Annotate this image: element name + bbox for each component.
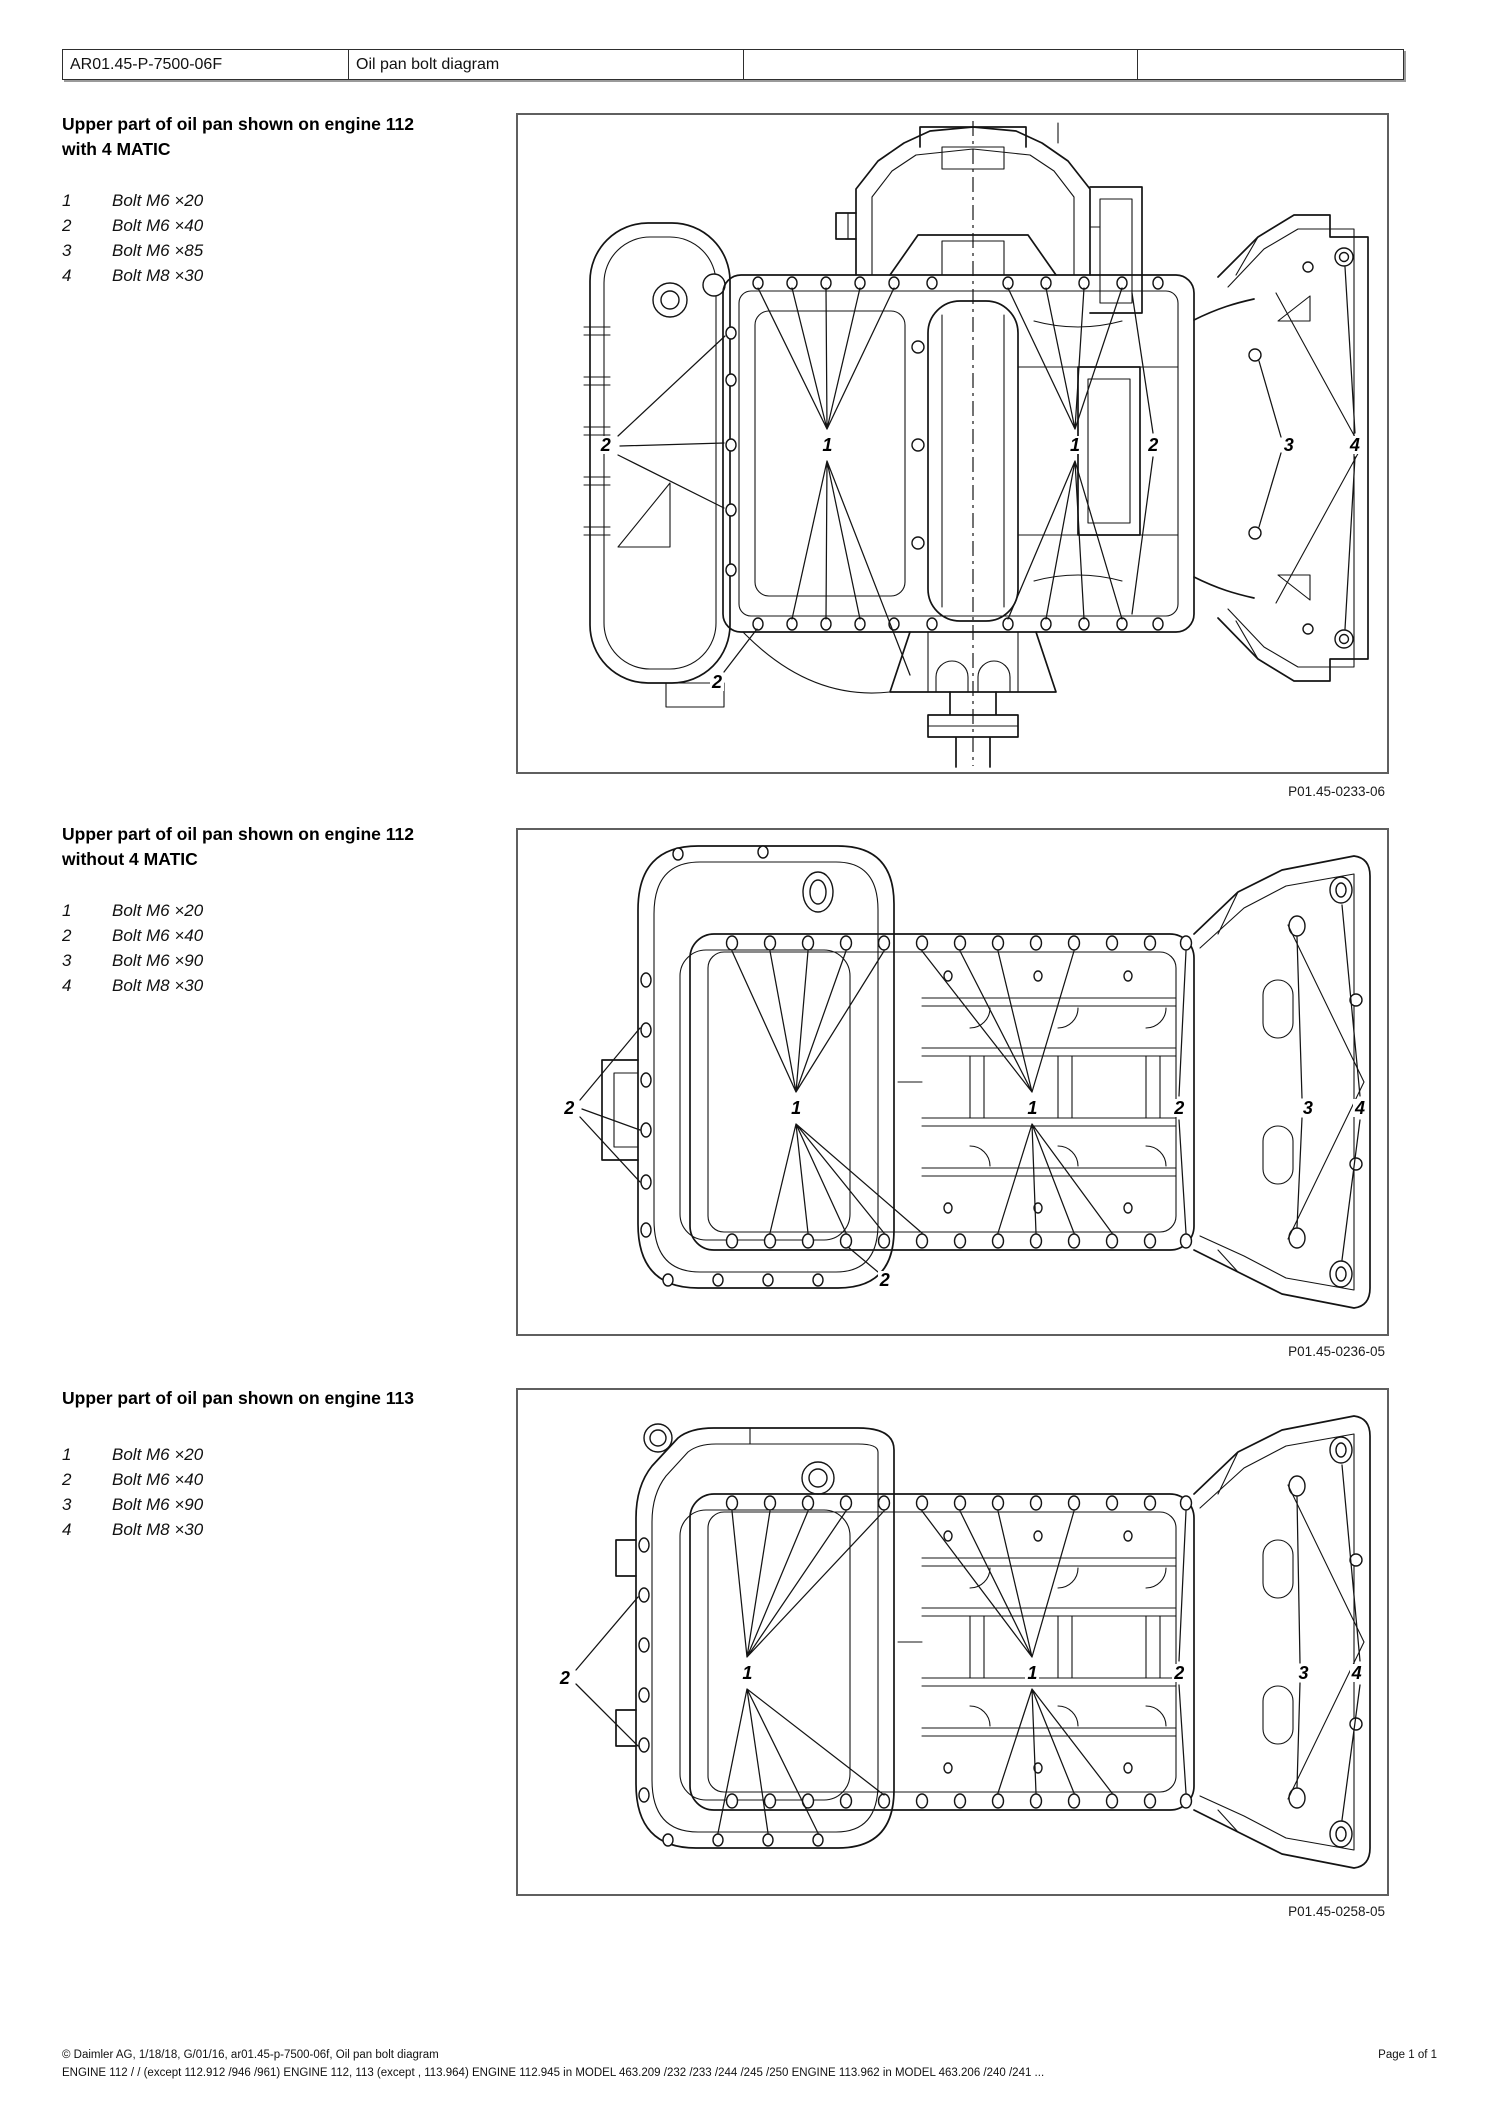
callout-label: 1 bbox=[1025, 1663, 1040, 1684]
callout-label: 2 bbox=[557, 1667, 572, 1688]
oil-pan-112-drawing bbox=[579, 845, 1371, 1309]
footer-engine-models: ENGINE 112 / / (except 112.912 /946 /961… bbox=[62, 2067, 1045, 2079]
heading-line: Upper part of oil pan shown on engine 11… bbox=[62, 114, 414, 134]
page-footer: © Daimler AG, 1/18/18, G/01/16, ar01.45-… bbox=[62, 2046, 1437, 2082]
callout-label: 2 bbox=[1172, 1098, 1187, 1119]
section-1-heading: Upper part of oil pan shown on engine 11… bbox=[62, 112, 447, 162]
heading-line: Upper part of oil pan shown on engine 11… bbox=[62, 1388, 414, 1408]
callout-label: 2 bbox=[598, 434, 613, 455]
heading-line: without 4 MATIC bbox=[62, 849, 198, 869]
footer-copyright: © Daimler AG, 1/18/18, G/01/16, ar01.45-… bbox=[62, 2049, 439, 2061]
callout-label: 2 bbox=[1172, 1663, 1187, 1684]
callout-label: 2 bbox=[709, 671, 725, 692]
document-header-table: AR01.45-P-7500-06F Oil pan bolt diagram bbox=[62, 49, 1404, 80]
oil-pan-113-drawing bbox=[575, 1415, 1371, 1869]
oil-pan-112-4matic-drawing bbox=[583, 121, 1369, 768]
footer-page-number: Page 1 of 1 bbox=[1378, 2049, 1437, 2061]
callout-label: 4 bbox=[1353, 1098, 1368, 1119]
section-2-heading: Upper part of oil pan shown on engine 11… bbox=[62, 822, 447, 872]
figure-oil-pan-112: 2 1 1 2 3 4 2 bbox=[516, 828, 1389, 1336]
heading-line: with 4 MATIC bbox=[62, 139, 171, 159]
callout-label: 3 bbox=[1296, 1663, 1311, 1684]
figure-code: P01.45-0236-05 bbox=[1288, 1344, 1385, 1359]
figure-code: P01.45-0258-05 bbox=[1288, 1904, 1385, 1919]
callout-label: 1 bbox=[1068, 434, 1083, 455]
callout-label: 3 bbox=[1281, 434, 1296, 455]
callout-label: 2 bbox=[1146, 434, 1161, 455]
figure-oil-pan-113: 2 1 1 2 3 4 bbox=[516, 1388, 1389, 1896]
figure-oil-pan-112-4matic: 2 1 1 2 3 4 2 bbox=[516, 113, 1389, 774]
callout-label: 1 bbox=[1025, 1098, 1040, 1119]
callout-label: 1 bbox=[820, 434, 835, 455]
header-empty-cell-2 bbox=[1138, 50, 1403, 79]
callout-label: 2 bbox=[562, 1098, 577, 1119]
callout-label: 4 bbox=[1349, 1663, 1364, 1684]
doc-number-cell: AR01.45-P-7500-06F bbox=[63, 50, 349, 79]
doc-title-cell: Oil pan bolt diagram bbox=[349, 50, 744, 79]
heading-line: Upper part of oil pan shown on engine 11… bbox=[62, 824, 414, 844]
callout-label: 3 bbox=[1300, 1098, 1315, 1119]
header-empty-cell-1 bbox=[744, 50, 1138, 79]
section-3-heading: Upper part of oil pan shown on engine 11… bbox=[62, 1386, 447, 1411]
callout-label: 2 bbox=[877, 1270, 892, 1291]
callout-label: 1 bbox=[789, 1098, 804, 1119]
callout-label: 4 bbox=[1347, 434, 1362, 455]
figure-code: P01.45-0233-06 bbox=[1288, 784, 1385, 799]
callout-label: 1 bbox=[740, 1663, 755, 1684]
